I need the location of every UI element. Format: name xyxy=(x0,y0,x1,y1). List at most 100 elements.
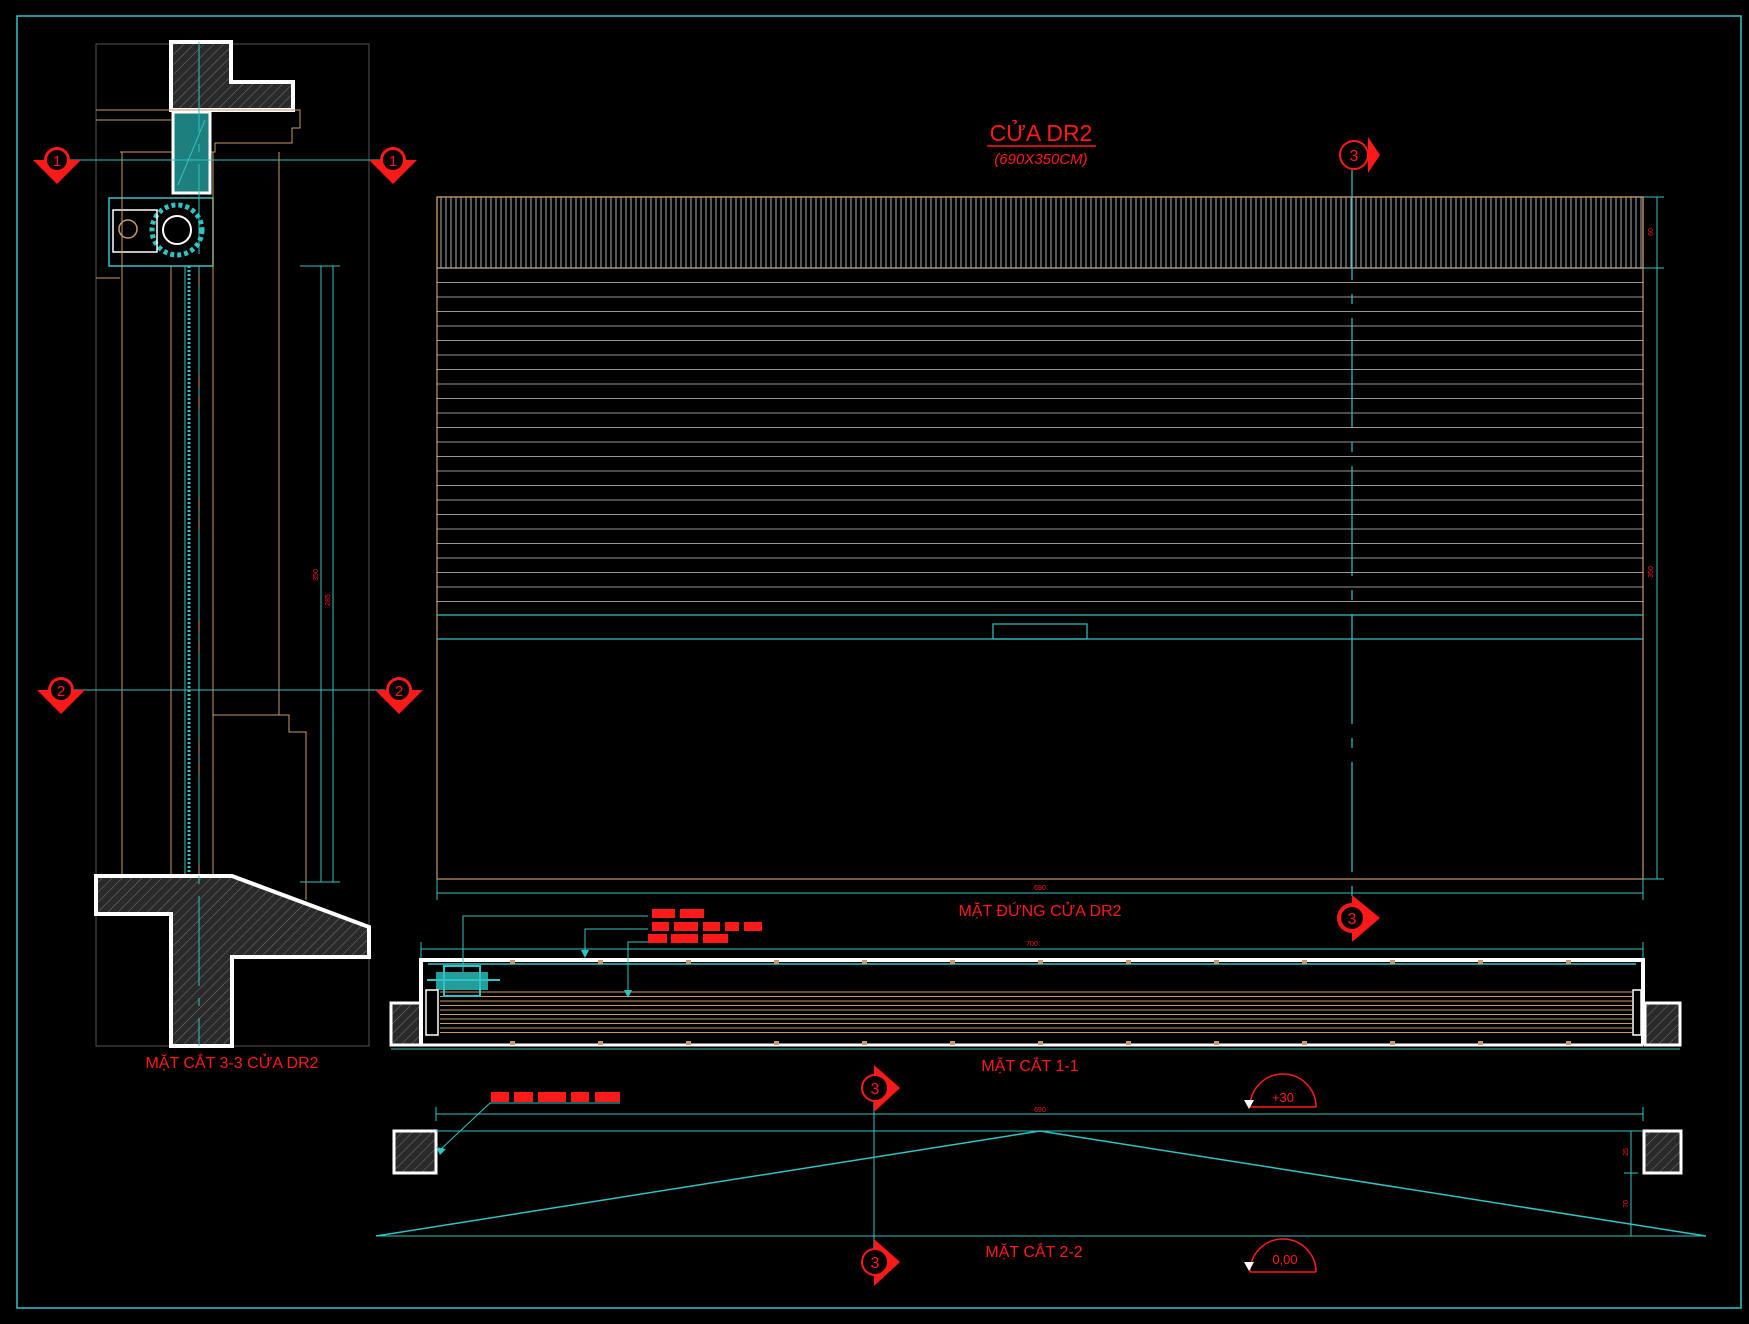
sec11-fastener xyxy=(1390,1041,1395,1045)
elevation-view: 690 60 350 MẶT ĐỨNG CỬA DR2 xyxy=(436,170,1664,920)
sec22-wall-left xyxy=(392,1129,438,1175)
sec22-dim-2: 70 xyxy=(1623,1200,1630,1208)
sec22-opening-swing xyxy=(375,1130,1707,1237)
elev-dim-head: 60 xyxy=(1648,228,1655,236)
sec11-fastener xyxy=(1126,1041,1131,1045)
sec22-note-block-c xyxy=(538,1092,566,1102)
sec22-leader-arrow xyxy=(436,1147,446,1155)
sec11-fastener xyxy=(686,960,691,964)
sec11-fastener xyxy=(774,1041,779,1045)
sec11-fastener xyxy=(1478,960,1483,964)
sec11-arrow-3 xyxy=(624,990,632,998)
sec11-fastener xyxy=(1566,960,1571,964)
sec33-motor xyxy=(112,209,158,253)
marker-3-sec22-bottom-num: 3 xyxy=(871,1255,880,1272)
section-11-label: MẶT CẮT 1-1 xyxy=(981,1056,1078,1075)
level-marker-top: +30 xyxy=(1244,1073,1317,1109)
sec11-dim-width: 700 xyxy=(1026,941,1038,948)
section-marker-3-top: 3 xyxy=(1339,137,1380,173)
marker-2-left-num: 2 xyxy=(57,683,65,700)
sec22-wall-right xyxy=(1642,1129,1683,1175)
elevation-roll-box xyxy=(436,196,1644,269)
elevation-slats xyxy=(437,267,1643,602)
sec11-fastener xyxy=(1214,1041,1219,1045)
sec11-note-block xyxy=(652,909,675,918)
sec33-floor xyxy=(94,874,371,1048)
elevation-frame xyxy=(436,196,1644,880)
section-marker-3-sec22-top: 3 xyxy=(861,1065,900,1112)
sec22-note-block-e xyxy=(595,1092,620,1102)
drawing-subtitle: (690X350CM) xyxy=(994,151,1087,168)
sec11-guide-right xyxy=(1632,989,1642,1036)
sec33-roller-core xyxy=(162,215,192,245)
sec11-fastener xyxy=(598,960,603,964)
marker-3-top-num: 3 xyxy=(1350,148,1359,165)
sec33-lintel xyxy=(96,109,301,153)
sec11-note-block-c xyxy=(652,922,669,931)
sec22-note-block-d xyxy=(571,1092,589,1102)
sec33-dim-1: 350 xyxy=(313,569,320,581)
section-22-label: MẶT CẮT 2-2 xyxy=(985,1242,1082,1261)
section-marker-3-mid: 3 xyxy=(1337,895,1380,942)
level-bottom-text: 0,00 xyxy=(1272,1252,1297,1267)
sec11-fastener xyxy=(686,1041,691,1045)
sec22-note-block-b xyxy=(514,1092,533,1102)
sec11-leader-1 xyxy=(462,915,648,972)
sec11-fastener xyxy=(1390,960,1395,964)
marker-2-right-num: 2 xyxy=(395,683,403,700)
sec11-leader-3 xyxy=(627,941,648,995)
section-marker-2-right: 2 xyxy=(375,677,423,714)
sec11-note-block-d xyxy=(674,922,698,931)
sec11-wall-right xyxy=(1643,1001,1682,1047)
sec11-note-block-f xyxy=(725,922,739,931)
sec11-guide-left xyxy=(425,989,439,1036)
sec11-fastener xyxy=(862,960,867,964)
sec11-fastener xyxy=(950,960,955,964)
sec11-note-block-b xyxy=(680,909,704,918)
sec11-fastener xyxy=(510,1041,515,1045)
section-marker-1-right: 1 xyxy=(369,147,417,184)
sec11-note-block-e xyxy=(703,922,720,931)
sec33-base-step xyxy=(213,714,307,900)
level-top-text: +30 xyxy=(1272,1090,1294,1105)
sec22-dim-1: 25 xyxy=(1623,1148,1630,1156)
sec11-arrow-2 xyxy=(581,950,589,958)
sec11-fastener xyxy=(1566,1041,1571,1045)
section-marker-1-left: 1 xyxy=(33,147,81,184)
sec11-note-block-i xyxy=(671,934,698,943)
sec11-box xyxy=(419,958,1645,1045)
marker-3-mid-num: 3 xyxy=(1348,911,1357,928)
elev-dim-height: 350 xyxy=(1648,566,1655,578)
sec11-fastener xyxy=(774,960,779,964)
level-marker-bottom: 0,00 xyxy=(1244,1238,1317,1273)
sec33-motor-gear xyxy=(118,219,138,239)
sec11-note-block-j xyxy=(703,934,728,943)
sec11-fastener xyxy=(1478,1041,1483,1045)
sec33-lintel-block-hatch xyxy=(177,119,206,186)
elevation-label: MẶT ĐỨNG CỬA DR2 xyxy=(958,901,1121,920)
sec11-fastener xyxy=(1302,960,1307,964)
sec11-fastener xyxy=(862,1041,867,1045)
sec11-fastener xyxy=(950,1041,955,1045)
section-22-view: 690 25 70 MẶT CẮT 2-2 xyxy=(375,1090,1707,1265)
marker-1-left-num: 1 xyxy=(53,153,61,170)
section-marker-3-sec22-bottom: 3 xyxy=(861,1239,900,1286)
sec11-fastener xyxy=(1302,1041,1307,1045)
elev-dim-width: 690 xyxy=(1034,885,1046,892)
sec11-note-block-g xyxy=(744,922,762,931)
section-33-label: MẶT CẮT 3-3 CỬA DR2 xyxy=(145,1053,318,1072)
sec11-note-block-h xyxy=(648,934,667,943)
sec11-fastener xyxy=(1038,960,1043,964)
elevation-handle xyxy=(992,623,1088,640)
marker-1-right-num: 1 xyxy=(389,153,397,170)
sec11-leader-2 xyxy=(584,928,648,955)
section-11-view: 700 MẶT CẮT 1-1 xyxy=(389,909,1682,1075)
sec11-slats xyxy=(440,991,1632,1033)
sec22-note-block xyxy=(491,1092,509,1102)
sec33-top-wall xyxy=(169,40,295,112)
sec33-roller-icon xyxy=(149,202,205,258)
sec22-leader xyxy=(439,1102,491,1151)
sec11-fastener xyxy=(598,1041,603,1045)
sec11-fastener xyxy=(1038,1041,1043,1045)
